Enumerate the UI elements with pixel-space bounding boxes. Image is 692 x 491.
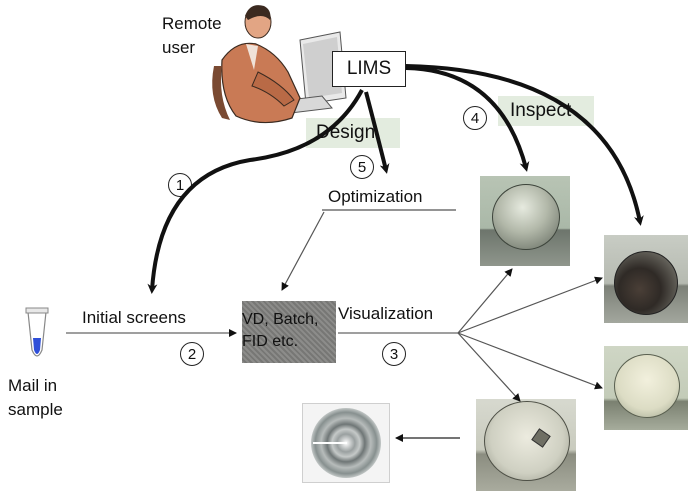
drop-photo-dark [604,235,688,323]
remote-user-label-line1: Remote [162,14,222,33]
plate-label-line2: FID etc. [242,333,299,350]
arrow-vis-to-drop-1 [457,268,513,334]
inspect-highlight [498,96,594,126]
drop-photo-precipitate [604,346,688,430]
arrow-vis-to-drop-2 [457,276,603,334]
mail-in-label-line2: sample [8,400,63,419]
arrow-vis-to-drop-4 [457,332,521,402]
arrow-lims-to-drop-1 [405,66,530,172]
step-5-circle: 5 [350,155,374,179]
arrow-lims-to-drop-2 [405,64,644,226]
plate-label: VD, Batch, FID etc. [242,309,318,353]
optimization-label: Optimization [328,187,423,206]
lims-box: LIMS [332,51,406,87]
drop-photo-crystal [476,399,576,491]
mail-in-label-line1: Mail in [8,376,58,395]
initial-screens-label: Initial screens [82,308,186,327]
arrow-vis-to-drop-3 [457,332,603,390]
lims-label: LIMS [346,58,392,79]
visualization-label: Visualization [338,304,434,323]
step-3-circle: 3 [382,342,406,366]
plate-label-line1: VD, Batch, [242,311,319,328]
arrow-lims-to-optimization [364,91,390,174]
arrow-lims-to-initial-screens [147,89,364,294]
drop-photo-clear [480,176,570,266]
diffraction-image [302,403,390,483]
inspect-label: Inspect [510,100,572,121]
remote-user-label-line2: user [162,38,196,57]
crystallization-plate [242,301,336,363]
arrow-optimization-to-plate [281,211,325,291]
step-4-circle: 4 [463,106,487,130]
step-2-circle: 2 [180,342,204,366]
